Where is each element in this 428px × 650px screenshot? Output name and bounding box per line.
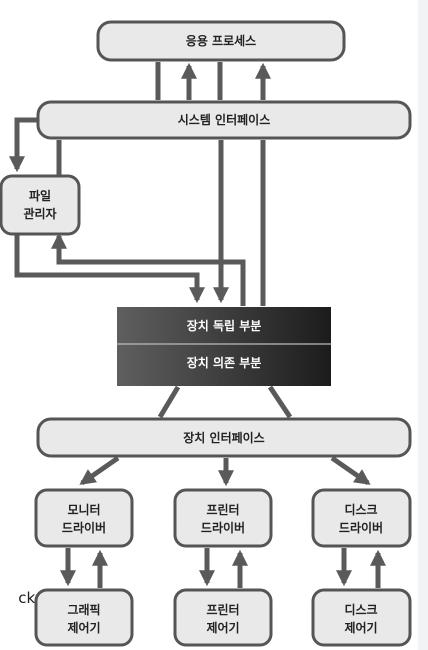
monitor-driver-label-line2: 드라이버 [62,520,106,535]
monitor-driver-label-line1: 모니터 [67,502,100,517]
device-independent-label: 장치 독립 부분 [187,318,262,333]
graphics-controller-label-line2: 제어기 [67,620,100,635]
disk-driver-box [311,488,412,548]
graphics-controller-label-line1: 그래픽 [67,602,100,617]
disk-driver-label-line1: 디스크 [344,502,377,517]
device-core-block [117,307,331,386]
app-process-box [96,20,346,62]
device-dependent-label: 장치 의존 부분 [187,355,262,370]
monitor-driver-box [34,488,134,548]
file-manager-label-line2: 관리자 [23,206,56,221]
system-interface-box [36,100,412,140]
system-interface-label: 시스템 인터페이스 [178,112,271,127]
connector-sys-to-file [8,117,40,173]
printer-driver-label-line1: 프린터 [206,502,239,517]
connector-dev-to-file [50,232,246,306]
printer-controller-box [173,588,273,647]
connector-if-to-disk [330,455,371,486]
disk-controller-label-line2: 제어기 [344,620,377,635]
connector-lines [8,62,387,588]
printer-driver-box [173,488,273,548]
device-interface-label: 장치 인터페이스 [183,430,264,445]
page-edge-strip [418,0,428,650]
printer-controller-label-line2: 제어기 [206,620,239,635]
connector-file-to-dev [14,232,206,304]
device-interface-box [36,417,412,458]
printer-controller-label-line1: 프린터 [206,602,239,617]
connector-dep-to-if-1 [157,385,181,419]
printer-driver-label-line2: 드라이버 [201,520,245,535]
graphics-controller-box [34,588,134,647]
app-process-label: 응용 프로세스 [186,33,256,48]
connector-dep-to-if-2 [267,385,293,419]
disk-controller-box [311,588,412,647]
connector-if-to-monitor [79,455,120,486]
disk-controller-label-line1: 디스크 [344,602,377,617]
disk-driver-label-line2: 드라이버 [339,520,383,535]
file-manager-box [0,174,81,236]
file-manager-label-line1: 파일 [29,188,51,203]
